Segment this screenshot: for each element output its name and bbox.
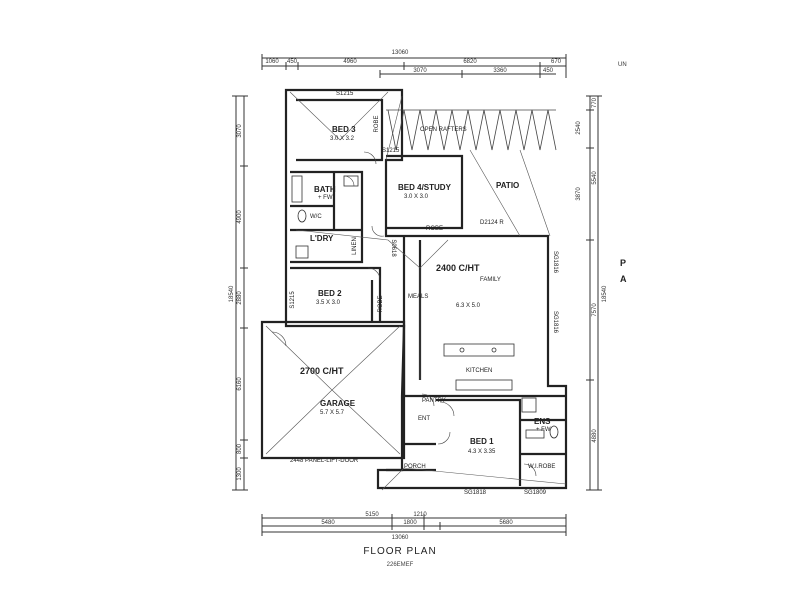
porch-label: PORCH bbox=[404, 464, 426, 470]
bed4-size: 3.0 X 3.0 bbox=[404, 194, 429, 200]
pantry-label: PANTRY bbox=[422, 398, 446, 404]
top-dim-2: 450 bbox=[287, 59, 298, 65]
bed1-name: BED 1 bbox=[470, 437, 494, 446]
robe-bed4: ROBE bbox=[426, 226, 443, 232]
bed3-size: 3.0 X 3.2 bbox=[330, 136, 355, 142]
bed4-name: BED 4/STUDY bbox=[398, 183, 452, 192]
sg-side-1: SG1816 bbox=[552, 251, 558, 274]
bed3-walls bbox=[296, 98, 384, 162]
bath-name: BATH bbox=[314, 185, 336, 194]
ens-toilet-icon bbox=[549, 425, 559, 439]
garage-door-label: 2448 PANEL-LIFT-DOOR bbox=[290, 458, 359, 464]
garage-size: 5.7 X 5.7 bbox=[320, 410, 345, 416]
left-dim-6: 1300 bbox=[237, 467, 243, 481]
sg-side-2: SG1816 bbox=[552, 311, 558, 334]
left-dim-5: 800 bbox=[237, 443, 243, 454]
patio-label: PATIO bbox=[496, 181, 519, 190]
top-right-note: UN bbox=[618, 62, 627, 68]
laundry-tub bbox=[295, 245, 309, 259]
top-dim-5: 670 bbox=[551, 59, 562, 65]
top-dim-1: 1060 bbox=[265, 59, 279, 65]
bed1-size: 4.3 X 3.35 bbox=[468, 449, 496, 455]
right-dim-2: 2540 bbox=[576, 121, 582, 135]
bottom-b-1: 5480 bbox=[321, 520, 335, 526]
door-swings bbox=[271, 151, 537, 477]
bottom-total-dim: 13060 bbox=[392, 535, 409, 541]
roof-lines bbox=[265, 91, 567, 491]
top-dim-3: 4960 bbox=[343, 59, 357, 65]
right-total-dim: 18540 bbox=[602, 285, 608, 302]
bed2-size: 3.5 X 3.0 bbox=[316, 300, 341, 306]
bed2-walls bbox=[290, 266, 382, 322]
shower bbox=[521, 397, 537, 413]
ent-label: ENT bbox=[418, 416, 430, 422]
bath-sub: + FW bbox=[318, 195, 333, 201]
top-dim-4: 6820 bbox=[463, 59, 477, 65]
wir-label: W.I.ROBE bbox=[528, 464, 555, 470]
right-dim-1: 770 bbox=[592, 97, 598, 108]
bottom-a-2: 1210 bbox=[413, 512, 427, 518]
outer-wall-upper bbox=[284, 88, 568, 490]
left-dim-4: 6160 bbox=[237, 377, 243, 391]
family-ceiling: 2400 C/HT bbox=[436, 263, 480, 273]
left-dim-3: 2880 bbox=[237, 291, 243, 305]
d2124-label: D2124 R bbox=[480, 220, 504, 226]
meals-label: MEALS bbox=[408, 294, 428, 300]
floor-plan-subtitle: 226EMEF bbox=[386, 562, 414, 568]
kitchen-island bbox=[443, 343, 515, 357]
left-total-dim: 18540 bbox=[229, 285, 235, 302]
meals-size: 6.3 X 5.0 bbox=[456, 303, 481, 309]
top-inner-2: 3360 bbox=[493, 68, 507, 74]
s1215-c-label: S1215 bbox=[290, 291, 296, 309]
right-dim-6: 4880 bbox=[592, 429, 598, 443]
right-dim-3: 5540 bbox=[592, 171, 598, 185]
garage-ceiling: 2700 C/HT bbox=[300, 366, 344, 376]
bottom-a-1: 5150 bbox=[365, 512, 379, 518]
s-side-label: S0618 bbox=[390, 239, 396, 257]
family-name: FAMILY bbox=[480, 277, 501, 283]
walls bbox=[260, 88, 568, 490]
s1215-top-label: S1215 bbox=[336, 91, 354, 97]
linen-label: LINEN bbox=[352, 237, 358, 255]
right-dim-4: 3870 bbox=[576, 187, 582, 201]
bottom-b-3: 5680 bbox=[499, 520, 513, 526]
ldry-label: L'DRY bbox=[310, 234, 334, 243]
ens-vanity bbox=[525, 429, 545, 439]
bed3-name: BED 3 bbox=[332, 125, 356, 134]
floor-plan-title: FLOOR PLAN bbox=[363, 546, 437, 557]
left-dim-2: 4900 bbox=[237, 210, 243, 224]
right-edge-letter-2: A bbox=[620, 274, 627, 284]
bath-tub bbox=[291, 175, 303, 203]
right-dim-5: 7570 bbox=[592, 303, 598, 317]
ens-name: ENS bbox=[534, 417, 551, 426]
vanity bbox=[343, 175, 359, 187]
open-rafters-zigzag bbox=[386, 109, 557, 151]
sg1-label: SG1818 bbox=[464, 490, 487, 496]
top-total-dim: 13060 bbox=[392, 50, 409, 56]
bed2-name: BED 2 bbox=[318, 289, 342, 298]
right-edge-letter-1: P bbox=[620, 258, 626, 268]
kitchen-label: KITCHEN bbox=[466, 368, 492, 374]
fixtures bbox=[291, 175, 559, 439]
s1215-b-label: S1215 bbox=[382, 148, 400, 154]
bath-walls bbox=[290, 170, 364, 264]
sg2-label: SG1809 bbox=[524, 490, 547, 496]
robe-bed3: ROBE bbox=[374, 115, 380, 132]
kitchen-bench bbox=[455, 379, 513, 391]
bottom-b-2: 1800 bbox=[403, 520, 417, 526]
bed1-walls bbox=[436, 398, 522, 486]
garage-name: GARAGE bbox=[320, 399, 356, 408]
ens-sub: + FW bbox=[536, 427, 551, 433]
garage-walls bbox=[260, 320, 406, 460]
top-inner-3: 450 bbox=[543, 68, 554, 74]
left-dim-1: 3070 bbox=[237, 124, 243, 138]
toilet-icon bbox=[297, 209, 307, 223]
robe-bed2: ROBE bbox=[378, 295, 384, 312]
top-inner-1: 3070 bbox=[413, 68, 427, 74]
bed4-walls bbox=[386, 154, 464, 230]
wc-label: W/C bbox=[310, 214, 322, 220]
open-rafters-label: OPEN RAFTERS bbox=[420, 127, 467, 133]
